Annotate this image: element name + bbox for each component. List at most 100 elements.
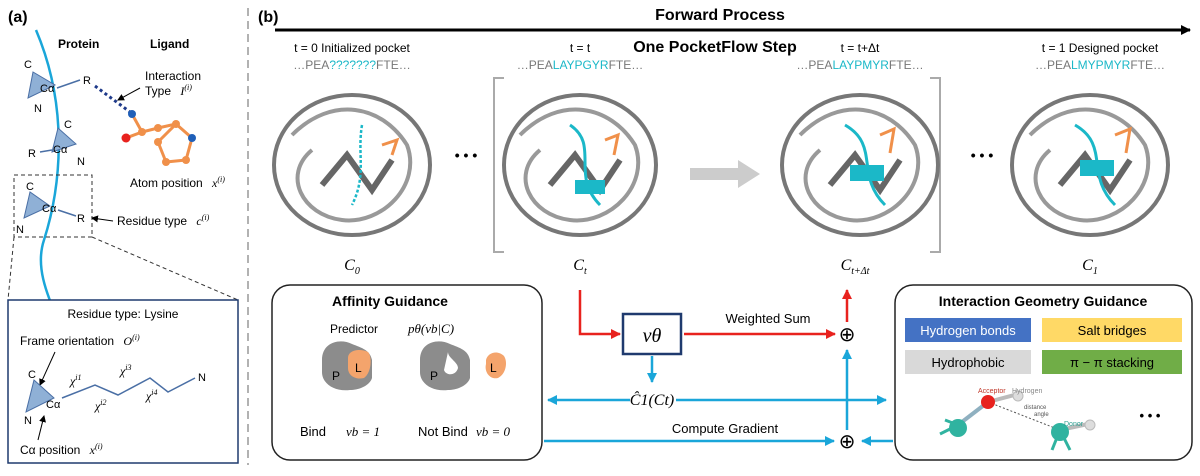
bind-formula: vb = 1 <box>346 424 380 439</box>
atom-c-2: C <box>64 119 72 131</box>
weighted-sum-label: Weighted Sum <box>725 311 810 326</box>
ca-r-bond-3 <box>57 209 77 217</box>
atom-ca-1: Cα <box>40 83 55 95</box>
interaction-guidance-title: Interaction Geometry Guidance <box>939 293 1148 309</box>
interaction-type-pointer <box>117 87 141 101</box>
lysine-side-chain <box>61 377 196 399</box>
state-label-1: Ct <box>573 257 587 277</box>
state-label-3: C1 <box>1082 257 1098 277</box>
distance-label: distance <box>1024 405 1047 411</box>
atom-r-2: R <box>28 148 36 160</box>
frame-orientation-pointer <box>39 351 56 386</box>
panel-a-label: (a) <box>8 9 28 26</box>
atom-c-1: C <box>24 59 32 71</box>
chi-1: χi1 <box>69 373 82 388</box>
atom-n-3: N <box>16 224 24 236</box>
estimate-symbol: Ĉ1(Ct) <box>630 390 674 409</box>
compute-gradient-label: Compute Gradient <box>672 421 779 436</box>
affinity-guidance-box <box>271 284 543 461</box>
step-gray-arrow <box>690 160 760 188</box>
legend-hydrogen-bonds <box>905 318 1031 342</box>
residue-frame-1 <box>27 71 57 99</box>
ca-position-label: Cα position x(i) <box>20 442 103 457</box>
atom-r-1: R <box>83 75 91 87</box>
stage-2-time: t = t+Δt <box>841 41 880 55</box>
stage-1-time: t = t <box>570 41 591 55</box>
interaction-type-label: Interaction <box>145 69 201 83</box>
atom-r-3: R <box>77 213 85 225</box>
oplus-top: ⊕ <box>839 324 856 346</box>
model-box <box>621 312 683 356</box>
oplus-bottom: ⊕ <box>839 431 856 453</box>
bind-p-label: P <box>332 369 340 383</box>
atom-position-label: Atom position x(i) <box>130 175 225 190</box>
not-bind-p-label: P <box>430 369 438 383</box>
angle-label: angle <box>1034 412 1049 418</box>
ca-r-bond-1 <box>56 79 81 89</box>
forward-process-title: Forward Process <box>655 7 785 24</box>
stage-1-seq: …PEALAYPGYRFTE… <box>517 58 644 72</box>
not-bind-label: Not Bind <box>418 424 468 439</box>
hydrogen-label: Hydrogen <box>1012 388 1042 395</box>
inset-atom-n-end: N <box>198 372 206 384</box>
step-bracket-left <box>493 77 504 253</box>
interaction-type-label-2: Type I(i) <box>145 83 192 98</box>
not-bind-pocket-icon: P L <box>420 341 506 391</box>
atom-ca-3: Cα <box>42 203 57 215</box>
inset-atom-ca: Cα <box>46 399 61 411</box>
stage-0-seq: …PEA???????FTE… <box>293 58 410 72</box>
atom-c-3: C <box>26 181 34 193</box>
zoom-line-left <box>7 236 15 301</box>
red-arrow-to-model <box>578 290 621 339</box>
stage-3-seq: …PEALMYPMYRFTE… <box>1035 58 1165 72</box>
atom-n-2: N <box>77 156 85 168</box>
legend-pi-stacking-label: π − π stacking <box>1070 355 1154 370</box>
predictor-label: Predictor <box>330 322 378 336</box>
ellipsis-right: • • • <box>971 147 994 163</box>
bind-label: Bind <box>300 424 326 439</box>
model-symbol: vθ <box>643 325 662 347</box>
interaction-dots <box>94 84 131 114</box>
inset-atom-n: N <box>24 415 32 427</box>
atom-ca-2: Cα <box>53 144 68 156</box>
interaction-more-ellipsis: • • • <box>1140 408 1161 423</box>
legend-hydrogen-bonds-label: Hydrogen bonds <box>920 323 1016 338</box>
one-step-title: One PocketFlow Step <box>633 39 797 56</box>
protein-structure-2 <box>780 93 940 237</box>
legend-hydrophobic-label: Hydrophobic <box>932 355 1005 370</box>
ligand-molecule <box>121 110 196 166</box>
residue-frame-2 <box>51 127 77 153</box>
residue-type-pointer <box>91 215 114 223</box>
bind-pocket-icon: P L <box>322 341 372 391</box>
panel-b: (b) Forward Process One PocketFlow Step … <box>258 7 1193 461</box>
not-bind-l-label: L <box>490 361 497 375</box>
not-bind-formula: vb = 0 <box>476 424 511 439</box>
legend-pi-stacking <box>1042 350 1182 374</box>
state-label-0: C0 <box>344 257 360 277</box>
ellipsis-left: • • • <box>455 147 478 163</box>
protein-structure-1 <box>502 93 658 237</box>
backbone-curve <box>34 29 64 331</box>
atom-n-1: N <box>34 103 42 115</box>
panel-a: (a) Protein Ligand C Cα N R C Cα N R C C… <box>7 9 239 464</box>
chi-3: χi3 <box>119 363 132 378</box>
inset-title: Residue type: Lysine <box>68 307 179 321</box>
stage-3-time: t = 1 Designed pocket <box>1042 41 1159 55</box>
ca-r-bond-2 <box>39 149 53 153</box>
residue-frame-3 <box>23 191 51 219</box>
legend-salt-bridges-label: Salt bridges <box>1078 323 1147 338</box>
residue-type-label: Residue type c(i) <box>117 213 210 228</box>
chi-2: χi2 <box>94 398 107 413</box>
predictor-formula: pθ(vb|C) <box>407 321 454 336</box>
chi-4: χi4 <box>145 388 158 403</box>
zoom-line-right <box>91 236 239 301</box>
inset-residue-frame <box>25 379 55 413</box>
affinity-guidance-title: Affinity Guidance <box>332 293 448 309</box>
acceptor-label: Acceptor <box>978 388 1006 395</box>
legend-hydrophobic <box>905 350 1031 374</box>
legend-salt-bridges <box>1042 318 1182 342</box>
donor-label: Donor <box>1064 421 1084 428</box>
state-label-2: Ct+Δt <box>841 257 870 277</box>
stage-2-seq: …PEALAYPMYRFTE… <box>796 58 923 72</box>
